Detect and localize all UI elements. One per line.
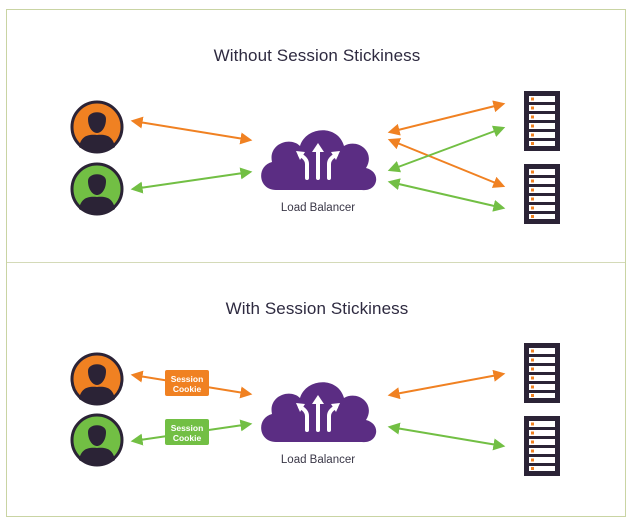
arrow-orange-lb-server1 [387, 100, 506, 136]
session-cookie-badge-green: Session Cookie [165, 419, 209, 445]
arrow-green-lb-server2 [387, 178, 506, 212]
user-orange-icon [70, 352, 124, 406]
user-green-icon [70, 162, 124, 216]
cookie-line2: Cookie [172, 383, 202, 394]
server-icon [524, 416, 560, 476]
arrow-green-user-lb [130, 167, 253, 194]
server-icon [524, 91, 560, 151]
load-balancer-label: Load Balancer [280, 202, 356, 214]
cookie-line1: Session [170, 373, 204, 384]
load-balancer-cloud-icon [259, 128, 379, 193]
user-orange-icon [70, 100, 124, 154]
arrow-green-lb-server1 [387, 125, 506, 173]
server-icon [524, 164, 560, 224]
panel-divider [7, 262, 625, 263]
arrow-orange-user-lb [130, 116, 253, 145]
server-icon [524, 343, 560, 403]
arrow-green-lb-server2 [387, 422, 506, 451]
load-balancer-cloud-icon [259, 380, 379, 445]
session-cookie-badge-orange: Session Cookie [165, 370, 209, 396]
cookie-line2: Cookie [172, 432, 202, 443]
cookie-line1: Session [170, 422, 204, 433]
panel-title-with-stickiness: With Session Stickiness [225, 299, 409, 318]
arrow-orange-lb-server1 [387, 369, 506, 400]
user-green-icon [70, 413, 124, 467]
load-balancer-label: Load Balancer [280, 454, 356, 466]
panel-title-without-stickiness: Without Session Stickiness [213, 46, 421, 65]
